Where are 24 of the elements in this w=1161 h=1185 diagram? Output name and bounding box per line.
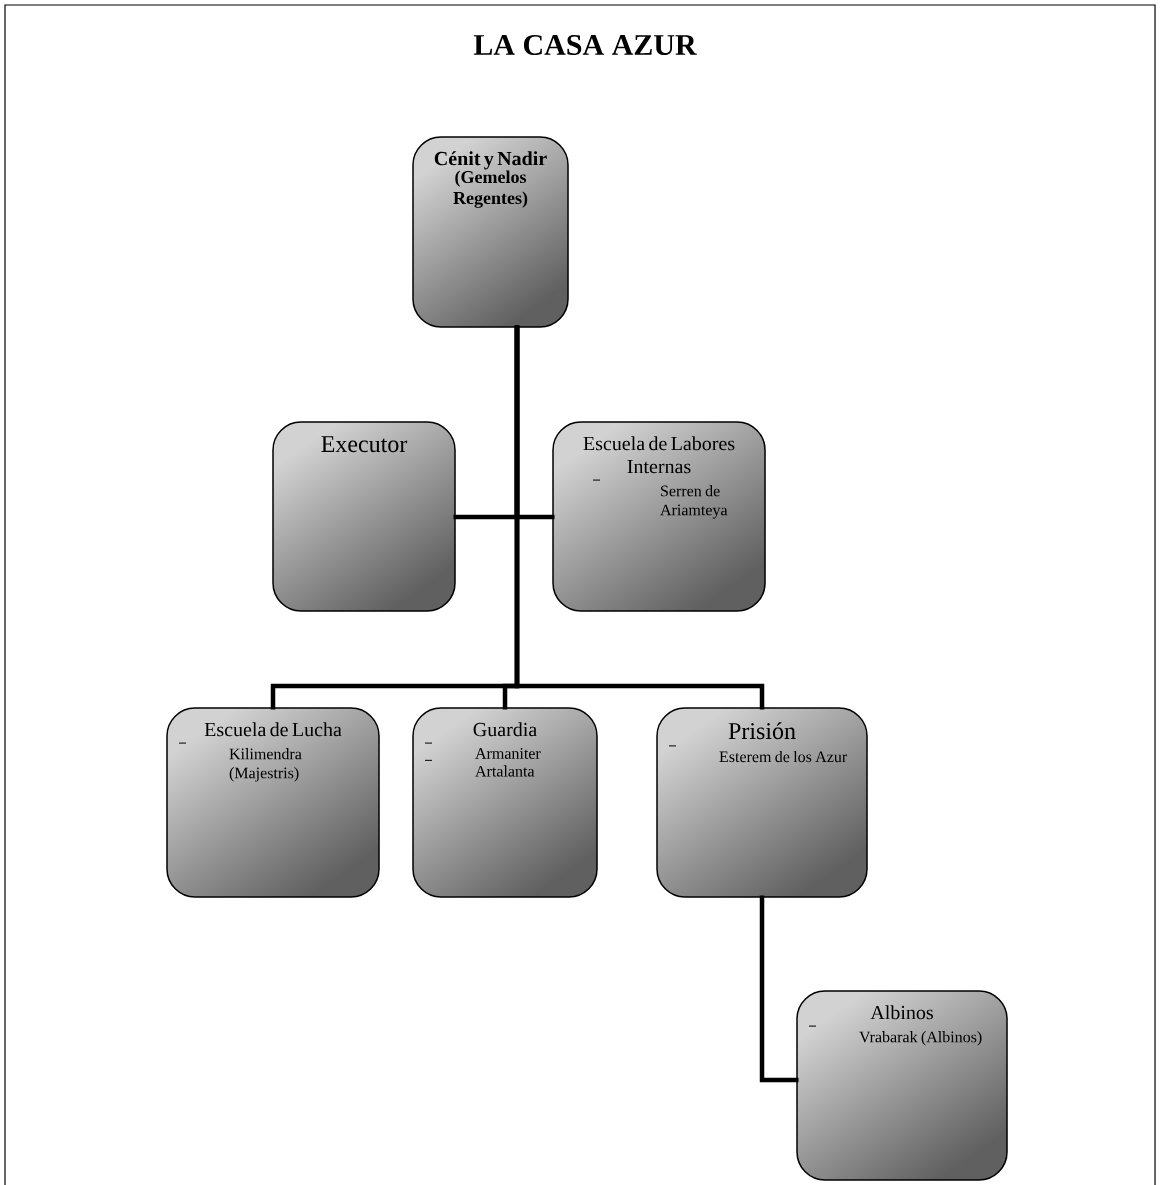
node-heading: Executor xyxy=(321,436,408,453)
title: LA CASA AZUR xyxy=(473,34,697,56)
list-item: Kilimendra (Majestris) xyxy=(229,748,302,782)
org-box xyxy=(412,707,598,898)
list-item: Serren de Ariamteya xyxy=(660,485,728,519)
org-box xyxy=(412,136,569,328)
org-box xyxy=(656,707,868,898)
list-item: Esterem de los Azur xyxy=(719,750,848,763)
org-box xyxy=(796,990,1008,1181)
node-heading: Albinos xyxy=(870,1005,933,1020)
node-text: Cénit y Nadir xyxy=(434,151,547,170)
org-box xyxy=(272,421,456,612)
org-box xyxy=(166,707,380,898)
org-box xyxy=(552,421,766,612)
node-heading: Guardia xyxy=(473,722,537,737)
node-text: (Gemelos Regentes) xyxy=(453,170,528,208)
node-heading: Escuela de Labores Internas xyxy=(583,436,735,474)
node-heading: Prisión xyxy=(728,722,796,740)
list-item: Armaniter xyxy=(475,748,541,759)
list-item: Vrabarak (Albinos) xyxy=(859,1031,982,1046)
node-heading: Escuela de Lucha xyxy=(204,722,342,737)
connector-line xyxy=(759,895,799,1083)
list-item: Artalanta xyxy=(475,765,535,777)
connector-line xyxy=(514,325,765,710)
